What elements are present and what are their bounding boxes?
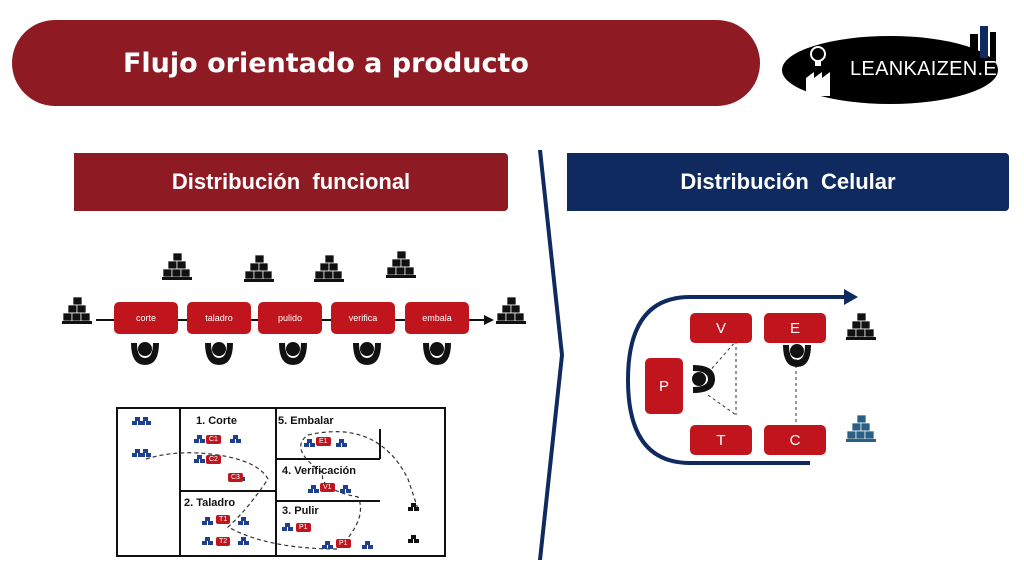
inventory-stack-icon [408,535,419,543]
stage-pulido: pulido [258,302,322,334]
inventory-stack-icon [202,517,213,525]
inventory-stack-icon [385,250,417,279]
worker-icon [783,344,811,367]
stage-label: verifica [348,313,378,323]
area-verificacion: 4. Verificación [282,465,356,477]
stage-taladro: taladro [187,302,251,334]
floor-plan-walls [132,409,419,555]
inventory-stack-icon [230,435,241,443]
inventory-stack-icon [202,537,213,545]
area-pulir: 3. Pulir [282,505,319,517]
divider-chevron [538,150,564,560]
machine-chip: V1 [320,483,335,492]
area-embalar: 5. Embalar [278,415,334,427]
inventory-stack-icon [336,439,347,447]
inventory-stack-icon [194,435,205,443]
header-functional-label: Distribución funcional [171,169,411,194]
title-banner: Flujo orientado a producto [12,20,760,106]
inventory-stack-icon [308,485,319,493]
stage-label: embala [422,313,452,323]
cell-label: T [716,431,726,449]
machine-chip: P1 [336,539,351,548]
inventory-stack-icon [304,439,315,447]
inventory-stack-icon [238,517,249,525]
area-corte: 1. Corte [196,415,237,427]
machine-chip: T2 [216,537,231,546]
stage-label: corte [135,313,156,323]
floor-plan: 1. Corte 2. Taladro 3. Pulir 4. Verifica… [116,407,446,557]
logo-text: LEANKAIZEN.ES [850,58,1011,80]
inventory-stack-icon [282,523,293,531]
inventory-stack-icon [495,296,526,325]
worker-icon [131,342,159,365]
stage-corte: corte [114,302,178,334]
inventory-stack-icon [322,541,333,549]
stage-label: taladro [205,313,233,323]
area-taladro: 2. Taladro [184,497,236,509]
worker-icon [205,342,233,365]
header-cellular-label: Distribución Celular [680,169,896,194]
logo: LEANKAIZEN.ES [782,26,1010,106]
inventory-stack-icon [61,296,93,325]
worker-icon [353,342,381,365]
inventory-stack-icon [140,417,151,425]
header-cellular: Distribución Celular [567,153,1009,211]
header-functional: Distribución funcional [74,153,508,211]
cell-flow [625,289,877,465]
machine-chip: C3 [228,473,243,482]
machine-chip: C2 [206,455,221,464]
cell-t: T [690,425,752,455]
inventory-stack-icon [243,254,275,283]
inventory-stack-icon [845,414,877,443]
stage-label: pulido [277,313,303,323]
cell-v: V [690,313,752,343]
inventory-stack-icon [408,503,419,511]
inventory-stack-icon [845,312,877,341]
cell-label: E [789,319,800,337]
inventory-stack-icon [140,449,151,457]
machine-chip: T1 [216,515,231,524]
worker-icon [423,342,451,365]
inventory-stack-icon [194,455,205,463]
worker-icon [692,365,715,393]
stage-embala: embala [405,302,469,334]
cell-c: C [764,425,826,455]
machine-chip: C1 [206,435,221,444]
factory-lightbulb-icon [782,26,998,104]
cell-label: V [715,319,726,337]
stage-verifica: verifica [331,302,395,334]
inventory-stack-icon [313,254,345,283]
cell-label: P [658,377,669,395]
page-title: Flujo orientado a producto [122,47,529,79]
cell-p: P [645,358,683,414]
machine-chip: E1 [316,437,331,446]
worker-icon [279,342,307,365]
cell-label: C [789,431,801,449]
inventory-stack-icon [161,252,193,281]
cell-e: E [764,313,826,343]
inventory-stack-icon [362,541,373,549]
inventory-stack-icon [238,537,249,545]
inventory-stack-icon [340,485,351,493]
machine-chip: P1 [296,523,311,532]
